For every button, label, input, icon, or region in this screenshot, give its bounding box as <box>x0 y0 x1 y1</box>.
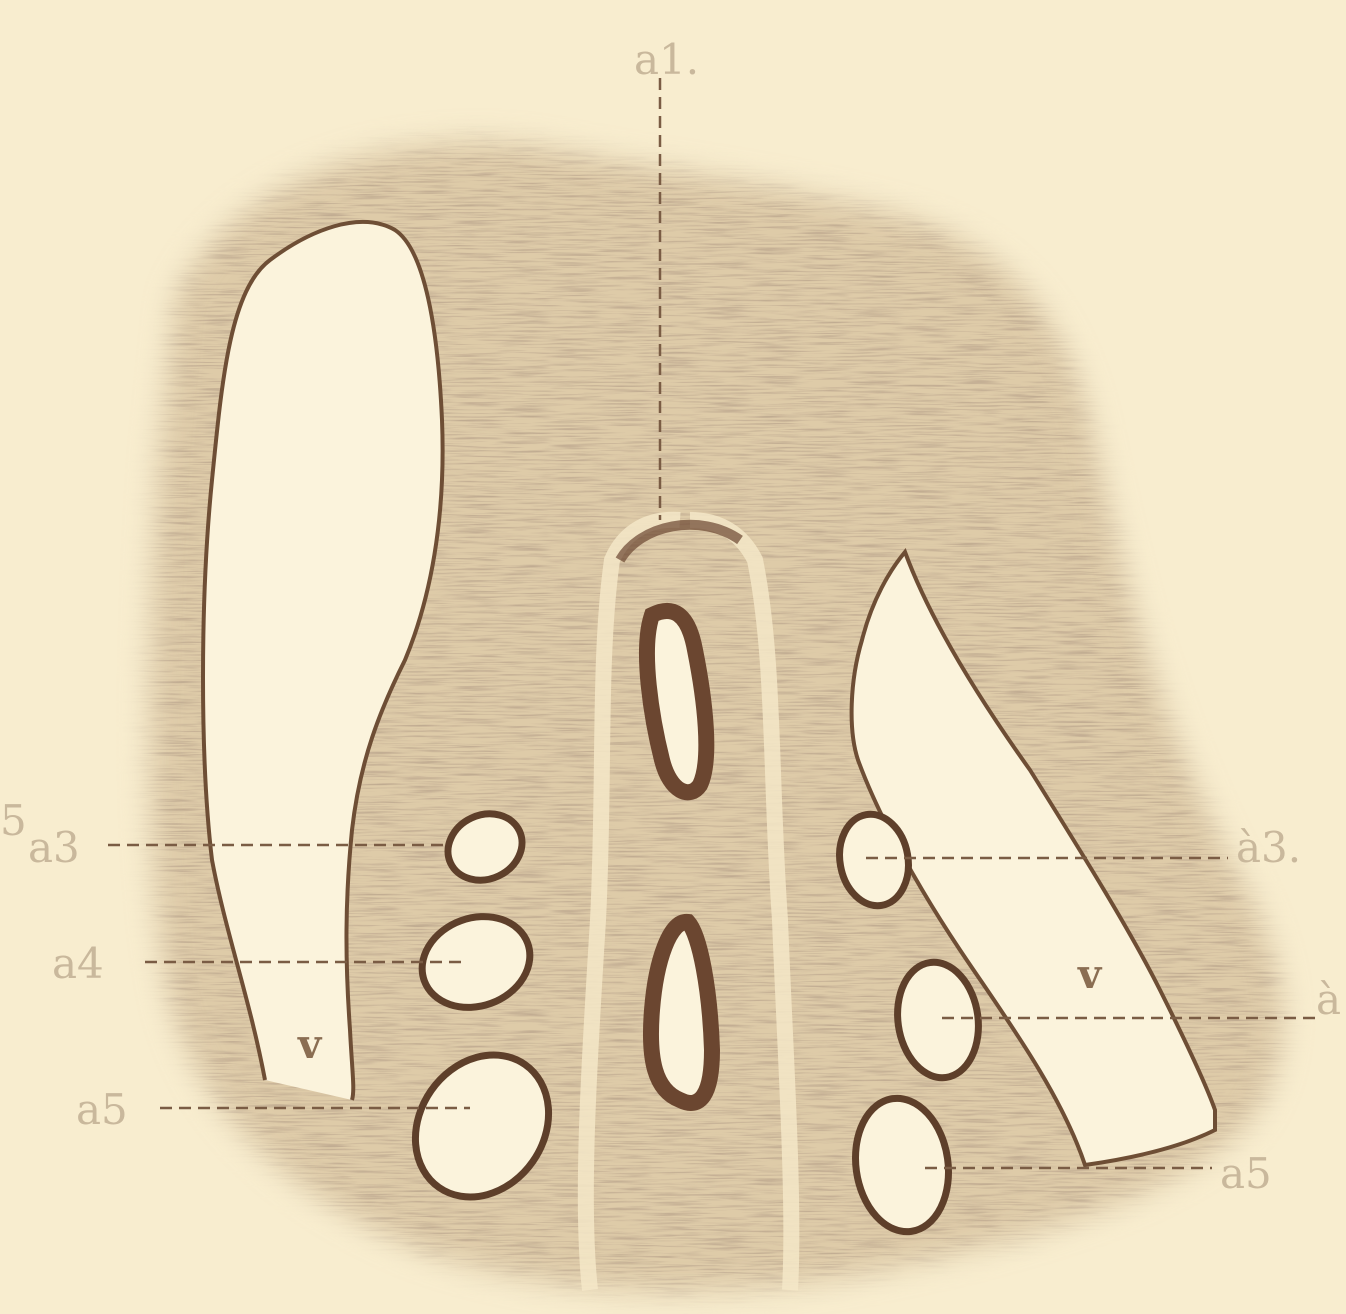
label-a1: a1. <box>634 35 699 84</box>
central-vessel-lower <box>651 922 712 1103</box>
label-a3-right: à3. <box>1236 823 1301 872</box>
label-a3-left: a3 <box>28 823 80 872</box>
label-v-left: v <box>297 1021 323 1068</box>
label-edge-fragment: 5 <box>0 796 27 845</box>
label-a4-left: a4 <box>52 939 104 988</box>
central-vessel-upper <box>647 611 706 792</box>
label-v-right: v <box>1077 951 1103 998</box>
label-a5-left: a5 <box>76 1085 128 1134</box>
label-a5-right: a5 <box>1220 1149 1272 1198</box>
label-a4-right: à <box>1316 975 1341 1024</box>
